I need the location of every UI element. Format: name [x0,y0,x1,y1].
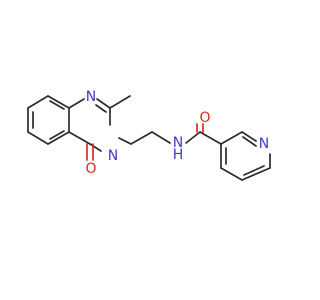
atom-o-carbonyl-ring: O [85,161,96,177]
ethyl-linker [118,131,171,145]
atom-n-amide: N [173,135,183,151]
atom-o-amide: O [199,110,210,126]
pyridine-ring [220,131,271,181]
atom-h-amide: H [173,147,184,163]
atom-n3: N [108,148,118,164]
benzo-ring [27,95,70,145]
molecule-structure: N N O N H O N [27,89,271,181]
atom-n-pyridine: N [259,136,269,152]
amide-group [185,123,222,145]
atom-n1: N [86,89,96,105]
pyrimidinone-ring [68,95,131,161]
